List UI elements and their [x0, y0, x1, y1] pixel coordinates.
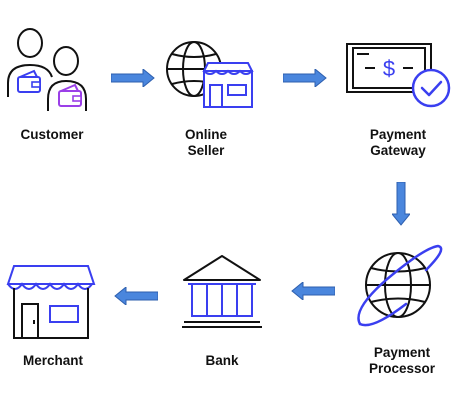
arrow-right-icon [283, 69, 327, 87]
arrow-right-icon [111, 69, 155, 87]
dollar-sign-icon: $ [383, 56, 395, 81]
storefront-icon [6, 265, 96, 339]
arrow-down-icon [392, 182, 410, 226]
customers-with-wallets-icon [7, 28, 87, 111]
customer-label: Customer [20, 127, 84, 142]
arrow-left-icon [114, 287, 158, 305]
payment-processor-label: Payment Processor [368, 345, 436, 376]
arrow-left-icon [291, 282, 335, 300]
online-seller-label: Online Seller [184, 127, 227, 158]
globe-with-storefront-icon [166, 41, 254, 108]
merchant-label: Merchant [22, 353, 83, 368]
payment-gateway-label: Payment Gateway [369, 127, 427, 158]
bank-label: Bank [205, 353, 239, 368]
bank-building-icon [182, 255, 262, 328]
banknote-with-checkmark-icon: $ [345, 43, 451, 108]
globe-with-orbit-icon [357, 244, 443, 327]
